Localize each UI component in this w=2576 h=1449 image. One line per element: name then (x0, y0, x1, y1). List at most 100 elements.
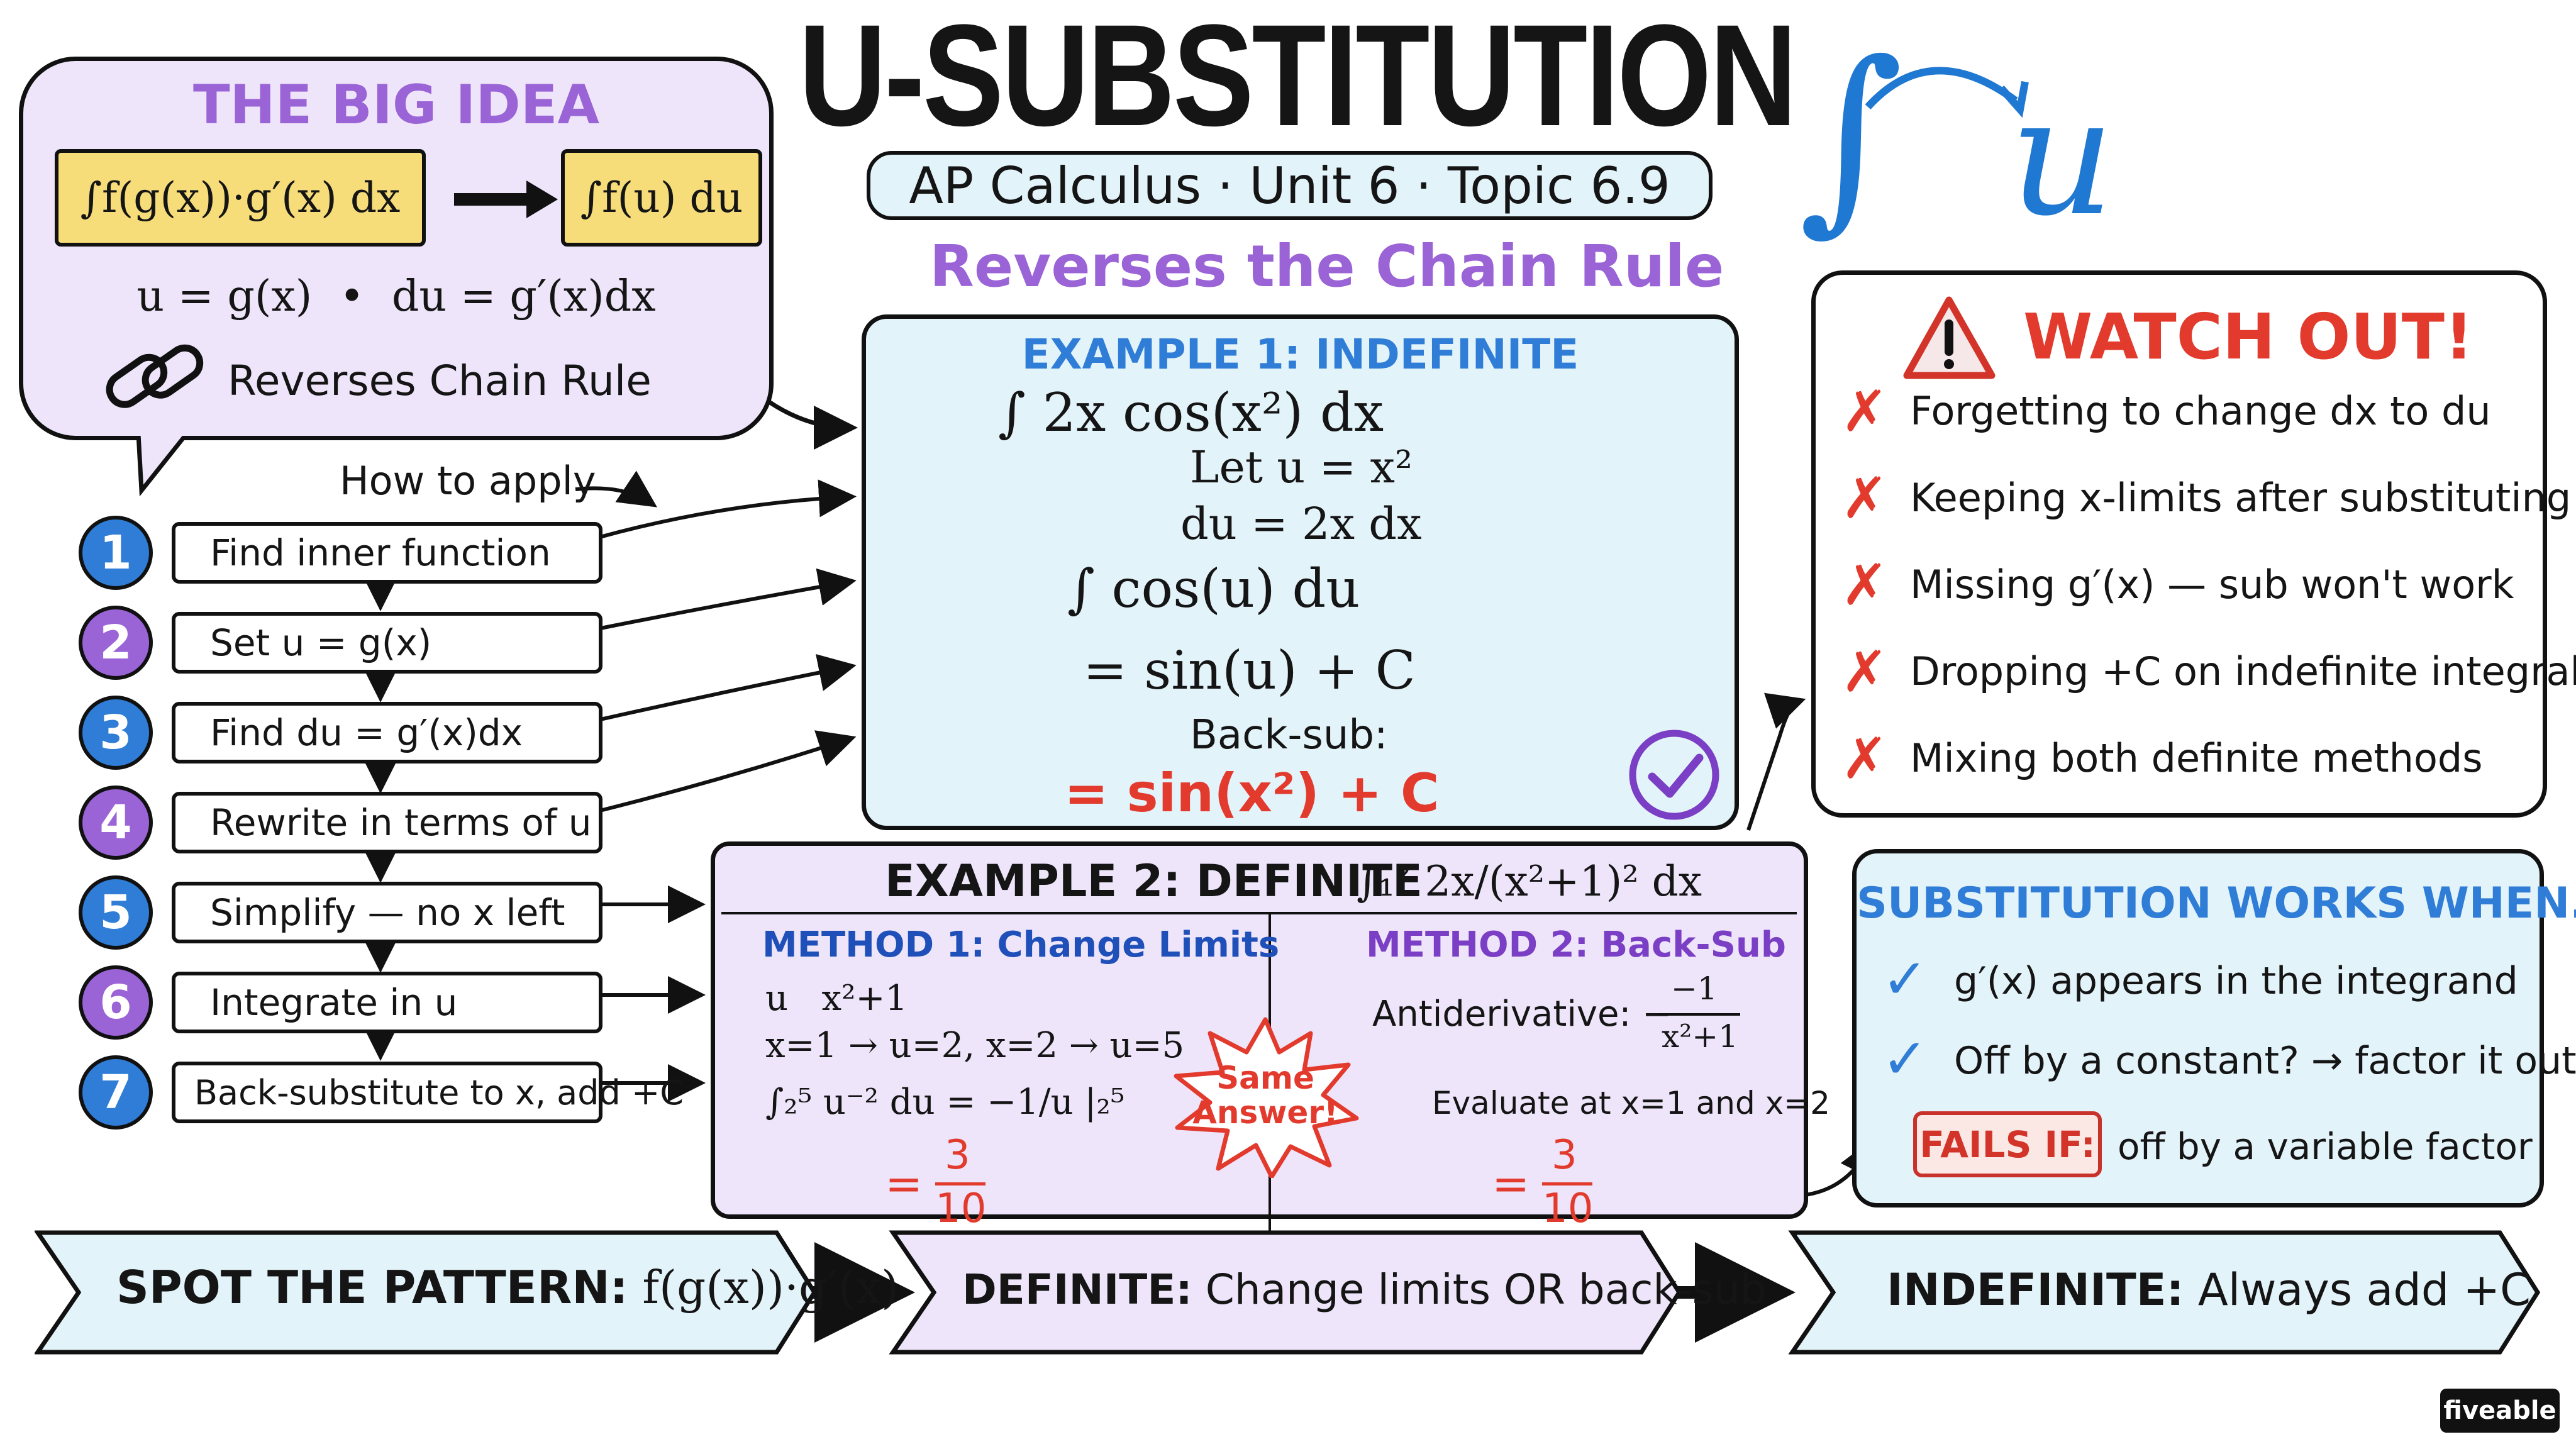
chain-link-icon (106, 344, 204, 408)
step-box: Set u = g(x) (172, 612, 602, 674)
method2-answer-den: 10 (1542, 1185, 1594, 1232)
banner-2-shape (889, 1230, 1682, 1355)
banner-shapes (35, 1230, 2541, 1355)
watch-out-text: Forgetting to change dx to du (1910, 388, 2491, 434)
step-box: Integrate in u (172, 972, 602, 1033)
step-text: Integrate in u (210, 981, 458, 1024)
curved-arrow-icon (1865, 67, 2029, 118)
example1-to-watchout-arrow (1746, 692, 1806, 831)
example1-line5: = sin(u) + C (1083, 640, 1416, 701)
brand-name: fiveable (2443, 1396, 2557, 1425)
step-number: 4 (99, 796, 132, 850)
works-when-heading: SUBSTITUTION WORKS WHEN... (1857, 879, 2576, 928)
step-number: 2 (99, 616, 132, 670)
brand-badge[interactable]: fiveable (2440, 1389, 2560, 1433)
watch-out-card: WATCH OUT! ✗ Forgetting to change dx to … (1811, 270, 2576, 818)
step-box: Find inner function (172, 522, 602, 584)
step4-arrow (597, 730, 857, 813)
step-number-badge: 3 (79, 696, 153, 770)
fails-if-label: FAILS IF: (1919, 1123, 2096, 1166)
step-text: Rewrite in terms of u (210, 801, 592, 844)
method1-line2: x=1 → u=2, x=2 → u=5 (765, 1025, 1185, 1066)
step-box: Back-substitute to x, add +C (172, 1062, 684, 1123)
method1-answer-num: 3 (945, 1132, 970, 1179)
step-number: 7 (99, 1065, 132, 1119)
works-when-item1: g′(x) appears in the integrand (1954, 959, 2518, 1003)
big-idea-bubble: THE BIG IDEA ∫f(g(x))·g′(x) dx ∫f(u) du … (19, 57, 774, 440)
warning-icon (1903, 296, 1996, 379)
banner-spot-pattern: SPOT THE PATTERN: f(g(x))·g′(x) (116, 1261, 899, 1314)
x-mark-icon: ✗ (1841, 639, 1889, 705)
example1-card: EXAMPLE 1: INDEFINITE ∫ 2x cos(x²) dx Le… (862, 314, 1739, 830)
method2-antiderivative-label: Antiderivative: − (1372, 994, 1672, 1035)
step-number-badge: 4 (79, 786, 153, 860)
method2-heading: METHOD 2: Back-Sub (1366, 924, 1786, 965)
u-letter: u (2009, 62, 2115, 252)
watch-out-text: Dropping +C on indefinite integrals (1910, 648, 2576, 694)
fails-if-text: off by a variable factor (2118, 1125, 2533, 1168)
step-text: Set u = g(x) (210, 621, 432, 664)
watch-out-text: Missing g′(x) — sub won't work (1910, 562, 2514, 608)
example2-card: EXAMPLE 2: DEFINITE ∫₁² 2x/(x²+1)² dx ME… (711, 841, 1830, 1264)
banner-3-text: Always add +C (2197, 1264, 2531, 1316)
example2-integral: ∫₁² 2x/(x²+1)² dx (1357, 857, 1702, 906)
step-number-badge: 6 (79, 965, 153, 1040)
banner-1-shape (35, 1230, 818, 1355)
banner-3-shape (1788, 1230, 2541, 1355)
method1-answer-bar (935, 1182, 985, 1185)
step-number: 5 (99, 886, 132, 940)
step-box: Rewrite in terms of u (172, 792, 602, 853)
step3-arrow (597, 653, 857, 722)
method2-answer-eq: = (1492, 1157, 1530, 1210)
step-box: Simplify — no x left (172, 882, 602, 943)
method2-answer-bar (1542, 1182, 1592, 1185)
example1-line6: Back-sub: (1190, 712, 1388, 758)
big-idea-right-expr-box: ∫f(u) du (561, 149, 762, 247)
x-mark-icon: ✗ (1841, 465, 1889, 531)
x-mark-icon: ✗ (1841, 552, 1889, 618)
method1-heading: METHOD 1: Change Limits (762, 924, 1280, 965)
watch-out-heading: WATCH OUT! (2023, 300, 2473, 374)
step-number-badge: 1 (79, 516, 153, 590)
step-number-badge: 2 (79, 606, 153, 680)
example1-answer: = sin(x²) + C (1064, 762, 1440, 824)
same-answer-line1: Same (1216, 1060, 1314, 1096)
big-idea-left-expr-box: ∫f(g(x))·g′(x) dx (55, 149, 426, 247)
watch-out-text: Mixing both definite methods (1910, 735, 2483, 781)
step-text: Simplify — no x left (210, 891, 565, 934)
big-idea-sub-line: u = g(x) • du = g′(x)dx (136, 272, 656, 321)
x-mark-icon: ✗ (1841, 726, 1889, 792)
banner-2-text: Change limits OR back-sub (1205, 1265, 1767, 1314)
x-mark-icon: ✗ (1841, 379, 1889, 445)
step-number: 6 (99, 975, 132, 1030)
step-number: 1 (99, 526, 132, 580)
step-number-badge: 5 (79, 875, 153, 950)
same-answer-line2: Answer! (1192, 1094, 1338, 1131)
big-idea-arrow-icon (454, 180, 558, 218)
method2-answer-num: 3 (1552, 1132, 1577, 1179)
banner-1-label: SPOT THE PATTERN: (116, 1261, 628, 1314)
example1-line1: ∫ 2x cos(x²) dx (998, 382, 1384, 443)
example1-line2: Let u = x² (1190, 441, 1413, 493)
method2-frac-num: −1 (1671, 970, 1718, 1007)
watch-out-text: Keeping x-limits after substituting (1910, 475, 2572, 521)
same-answer-starburst (1174, 1017, 1359, 1178)
works-when-item2: Off by a constant? → factor it out (1954, 1039, 2576, 1083)
fails-if-badge: FAILS IF: (1913, 1111, 2102, 1177)
big-idea-heading: THE BIG IDEA (192, 74, 600, 136)
tagline: Reverses the Chain Rule (930, 233, 1724, 300)
method1-line3: ∫₂⁵ u⁻² du = −1/u |₂⁵ (765, 1082, 1125, 1123)
page-title: U-SUBSTITUTION (799, 0, 1797, 156)
step-number: 3 (99, 706, 132, 760)
works-when-card: SUBSTITUTION WORKS WHEN... ✓ g′(x) appea… (1852, 849, 2576, 1208)
logo-integral-u: ∫ u (1799, 19, 2151, 253)
method1-answer-den: 10 (935, 1185, 987, 1232)
step-number-badge: 7 (79, 1055, 153, 1130)
big-idea-note: Reverses Chain Rule (228, 357, 652, 405)
subtitle-pill: AP Calculus · Unit 6 · Topic 6.9 (867, 151, 1713, 220)
example1-line3: du = 2x dx (1180, 498, 1422, 550)
banner-definite: DEFINITE: Change limits OR back-sub (962, 1265, 1767, 1314)
bubble-tail (135, 427, 191, 497)
method2-frac-den: x²+1 (1662, 1018, 1738, 1055)
integral-icon: ∫ (1799, 19, 1904, 253)
